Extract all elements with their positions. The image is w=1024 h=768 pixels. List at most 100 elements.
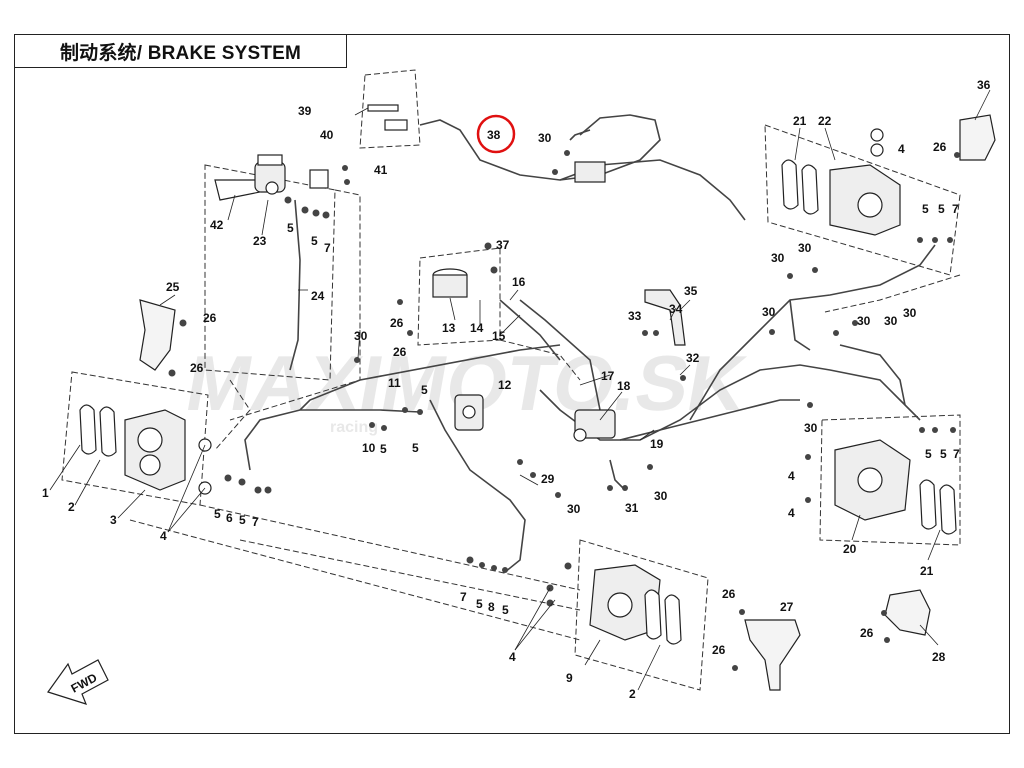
- callout-label: 20: [843, 542, 857, 556]
- components: [79, 104, 996, 691]
- callout-label: 2: [629, 687, 636, 701]
- title-box: 制动系统/ BRAKE SYSTEM: [14, 34, 347, 68]
- fasteners: [168, 150, 960, 671]
- callout-label: 28: [932, 650, 946, 664]
- callout-label: 5: [502, 603, 509, 617]
- switch-assembly: [367, 104, 408, 131]
- callout-label: 30: [771, 251, 785, 265]
- callout-label: 26: [203, 311, 217, 325]
- callout-label: 4: [898, 142, 905, 156]
- diagram-frame: [14, 34, 1010, 734]
- front-right-caliper: [781, 128, 901, 236]
- rear-guard: [744, 619, 801, 691]
- callout-label: 5: [214, 507, 221, 521]
- callout-label: 30: [567, 502, 581, 516]
- callout-label: 30: [798, 241, 812, 255]
- callout-label: 26: [722, 587, 736, 601]
- rear-master-cylinder: [454, 394, 484, 431]
- callout-label: 25: [166, 280, 180, 294]
- front-left-caliper: [79, 404, 212, 495]
- callout-label: 37: [496, 238, 510, 252]
- watermark-sub: racing: [330, 419, 378, 436]
- callout-label: 27: [780, 600, 794, 614]
- callout-label: 9: [566, 671, 573, 685]
- callout-label: 33: [628, 309, 642, 323]
- rear-right-caliper: [834, 439, 957, 535]
- callout-label: 22: [818, 114, 832, 128]
- callout-label: 36: [977, 78, 991, 92]
- leader-lines: [49, 89, 991, 691]
- callout-labels: 1 2 2 3 4 4 4 4 4 5 5 5 5 5 5 5 5 5 5 5 …: [42, 78, 991, 701]
- callout-label: 16: [512, 275, 526, 289]
- callout-label: 30: [857, 314, 871, 328]
- callout-label: 30: [804, 421, 818, 435]
- callout-label: 11: [388, 376, 401, 390]
- callout-label: 5: [287, 221, 294, 235]
- callout-label: 7: [460, 590, 467, 604]
- callout-label: 14: [470, 321, 484, 335]
- callout-label: 24: [311, 289, 325, 303]
- callout-label: 30: [538, 131, 552, 145]
- left-guard: [139, 299, 176, 371]
- highlight-callout-38: 38: [476, 114, 516, 154]
- callout-label: 31: [625, 501, 639, 515]
- callout-label: 29: [541, 472, 555, 486]
- callout-label: 4: [788, 469, 795, 483]
- callout-label: 15: [492, 329, 506, 343]
- callout-label: 4: [509, 650, 516, 664]
- callout-label: 21: [920, 564, 934, 578]
- callout-label: 5: [940, 447, 947, 461]
- callout-label: 3: [110, 513, 117, 527]
- callout-label: 5: [476, 597, 483, 611]
- fwd-arrow-icon: FWD: [47, 659, 109, 705]
- callout-label: 21: [793, 114, 807, 128]
- callout-label: 12: [498, 378, 512, 392]
- callout-label: 41: [374, 163, 388, 177]
- callout-label: 26: [860, 626, 874, 640]
- callout-label: 39: [298, 104, 312, 118]
- callout-label: 7: [324, 241, 331, 255]
- rear-left-caliper: [589, 564, 682, 645]
- proportioning-valve: [573, 409, 616, 442]
- callout-label: 2: [68, 500, 75, 514]
- callout-label: 5: [311, 234, 318, 248]
- abs-sensor-box: [574, 161, 606, 183]
- callout-label: 5: [421, 383, 428, 397]
- callout-label: 1: [42, 486, 49, 500]
- callout-label: 7: [953, 447, 960, 461]
- callout-label: 18: [617, 379, 631, 393]
- callout-label: 35: [684, 284, 698, 298]
- highlight-circle: [476, 114, 516, 154]
- handlebar-master-cylinder: [214, 154, 329, 201]
- callout-label: 23: [253, 234, 267, 248]
- callout-label: 26: [933, 140, 947, 154]
- callout-label: 26: [390, 316, 404, 330]
- callout-label: 30: [762, 305, 776, 319]
- callout-label: 10: [362, 441, 376, 455]
- callout-label: 5: [380, 442, 387, 456]
- callout-label: 40: [320, 128, 334, 142]
- callout-label: 34: [669, 302, 683, 316]
- dashed-group-outlines: [61, 69, 961, 691]
- callout-label: 4: [788, 506, 795, 520]
- callout-label: 5: [922, 202, 929, 216]
- callout-label: 8: [488, 600, 495, 614]
- callout-label: 30: [903, 306, 917, 320]
- callout-label: 5: [938, 202, 945, 216]
- callout-label: 5: [412, 441, 419, 455]
- callout-label: 4: [160, 529, 167, 543]
- callout-label: 42: [210, 218, 224, 232]
- callout-label: 7: [952, 202, 959, 216]
- callout-label: 17: [601, 369, 615, 383]
- top-right-bracket: [959, 114, 996, 161]
- callout-label: 30: [884, 314, 898, 328]
- callout-label: 26: [190, 361, 204, 375]
- callout-label: 5: [239, 513, 246, 527]
- callout-label: 6: [226, 511, 233, 525]
- callout-label: 13: [442, 321, 456, 335]
- brake-pedal: [644, 289, 686, 346]
- callout-label: 32: [686, 351, 700, 365]
- callout-label: 30: [354, 329, 368, 343]
- callout-label: 19: [650, 437, 664, 451]
